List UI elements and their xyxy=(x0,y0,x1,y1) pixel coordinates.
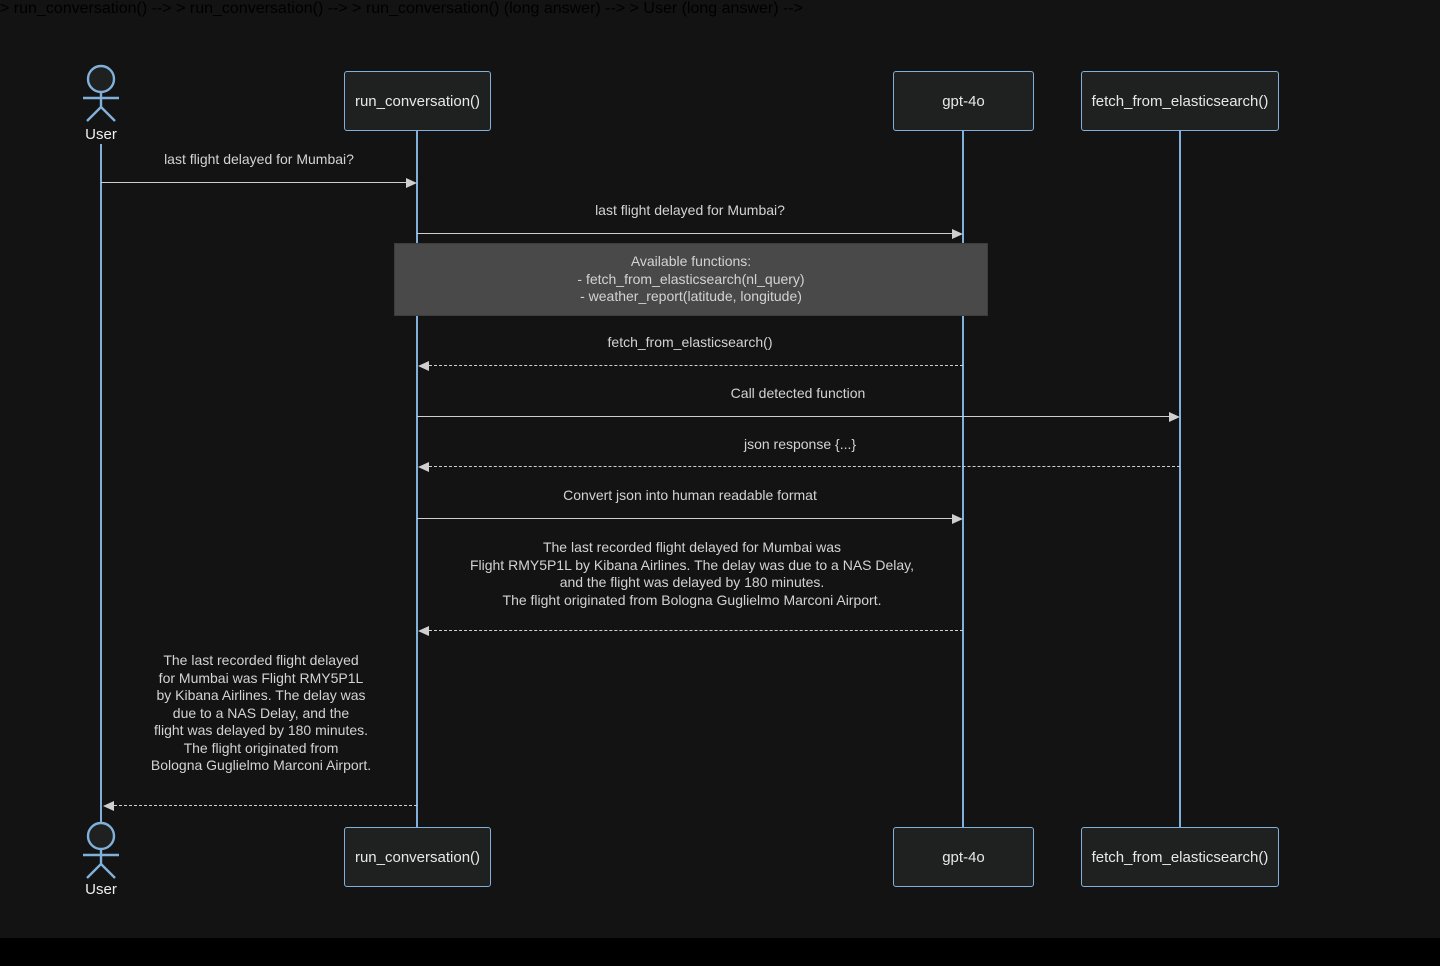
participant-label: fetch_from_elasticsearch() xyxy=(1091,92,1269,110)
lifeline-user xyxy=(100,144,102,823)
message-6-label: Convert json into human readable format xyxy=(563,487,817,503)
note-text: Available functions: - fetch_from_elasti… xyxy=(577,253,805,305)
user-label-bottom: User xyxy=(85,881,117,898)
participant-gpt-4o-top: gpt-4o xyxy=(893,71,1034,131)
message-7-arrowhead xyxy=(418,626,429,636)
message-3-arrowhead xyxy=(418,361,429,371)
participant-fetch-from-elasticsearch-top: fetch_from_elasticsearch() xyxy=(1081,71,1279,131)
lifeline-run-conversation xyxy=(416,130,418,827)
participant-run-conversation-top: run_conversation() xyxy=(344,71,491,131)
message-8-line xyxy=(114,805,417,806)
participant-gpt-4o-bottom: gpt-4o xyxy=(893,827,1034,887)
lifeline-fetch-from-elasticsearch xyxy=(1179,130,1181,827)
message-1-line xyxy=(101,182,407,183)
participant-label: run_conversation() xyxy=(354,848,481,866)
participant-fetch-from-elasticsearch-bottom: fetch_from_elasticsearch() xyxy=(1081,827,1279,887)
message-3-line xyxy=(429,365,963,366)
message-3-label: fetch_from_elasticsearch() xyxy=(607,334,773,350)
user-actor-icon-bottom xyxy=(83,821,119,879)
user-label-top: User xyxy=(85,126,117,143)
note-available-functions: Available functions: - fetch_from_elasti… xyxy=(394,243,988,316)
message-4-label: Call detected function xyxy=(730,385,866,401)
message-5-line xyxy=(429,466,1180,467)
message-1-label: last flight delayed for Mumbai? xyxy=(164,151,354,167)
message-5-label: json response {...} xyxy=(743,436,857,452)
message-2-line xyxy=(417,233,953,234)
message-4-arrowhead xyxy=(1169,412,1180,422)
bottom-letterbox-bar xyxy=(0,938,1440,966)
participant-label: run_conversation() xyxy=(354,92,481,110)
message-6-arrowhead xyxy=(952,514,963,524)
message-6-line xyxy=(417,518,953,519)
participant-label: gpt-4o xyxy=(942,92,985,110)
message-7-label: The last recorded flight delayed for Mum… xyxy=(469,539,915,608)
participant-label: gpt-4o xyxy=(942,848,985,866)
message-4-line xyxy=(417,416,1170,417)
message-8-arrowhead xyxy=(103,801,114,811)
message-7-line xyxy=(429,630,963,631)
lifeline-gpt-4o xyxy=(962,130,964,827)
user-actor-icon xyxy=(83,64,119,122)
message-2-label: last flight delayed for Mumbai? xyxy=(595,202,785,218)
message-2-arrowhead xyxy=(952,229,963,239)
participant-run-conversation-bottom: run_conversation() xyxy=(344,827,491,887)
message-5-arrowhead xyxy=(418,462,429,472)
message-1-arrowhead xyxy=(406,178,417,188)
participant-label: fetch_from_elasticsearch() xyxy=(1091,848,1269,866)
message-8-label: The last recorded flight delayed for Mum… xyxy=(150,652,372,773)
